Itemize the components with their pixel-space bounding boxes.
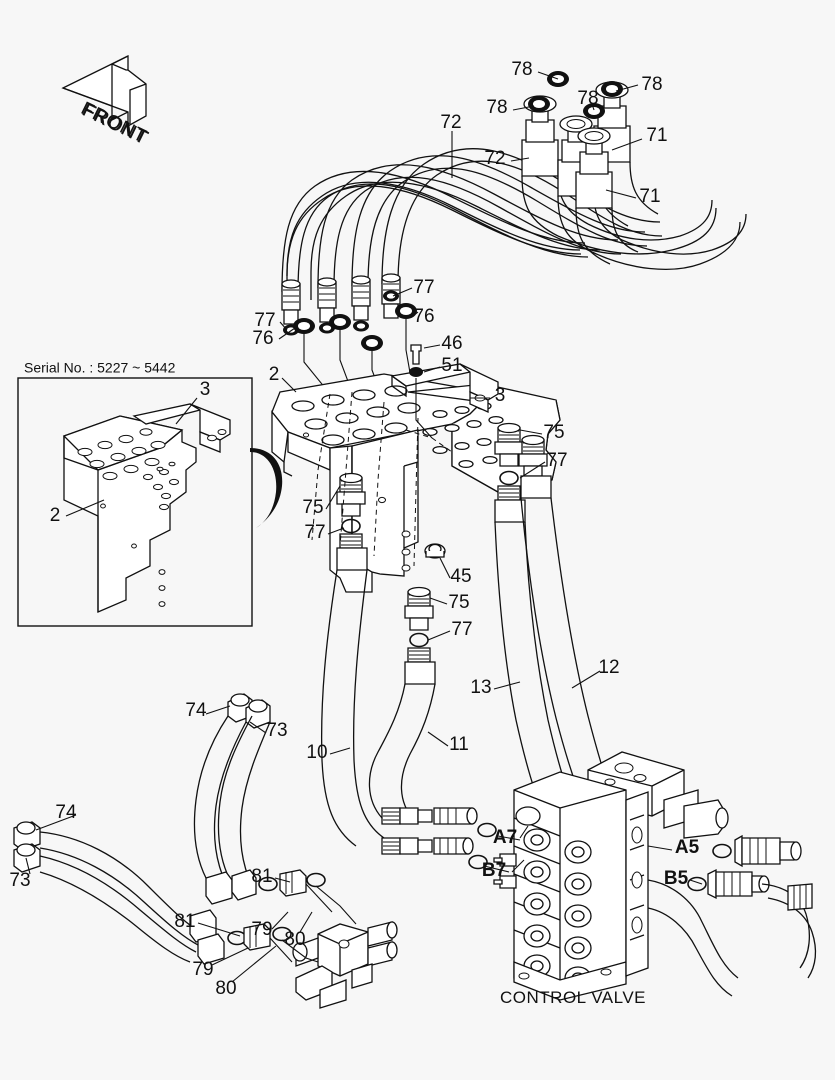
callout-leader-lines xyxy=(25,71,703,983)
callout-81-lo: 81 xyxy=(174,911,195,932)
callout-73-up: 73 xyxy=(266,720,287,741)
callout-80-lo: 80 xyxy=(215,978,236,999)
fitting-a5 xyxy=(712,834,802,868)
callout-13: 13 xyxy=(470,677,491,698)
fitting-stack-right-b xyxy=(518,434,552,499)
plate-holes xyxy=(291,385,504,469)
callout-2: 2 xyxy=(269,364,280,385)
hose-tails-upper-right xyxy=(557,199,747,271)
callout-79-lo: 79 xyxy=(192,959,213,980)
callout-77-l1: 77 xyxy=(304,522,325,543)
serial-inset-box: 3 2 xyxy=(17,377,253,627)
valve-port-labels: A7 B7 A5 B5 xyxy=(482,827,700,889)
coupling-a7 xyxy=(381,807,497,838)
hose-assembly-lower-left xyxy=(13,821,205,963)
callout-77-m: 77 xyxy=(451,619,472,640)
callout-71-top: 71 xyxy=(646,125,667,146)
callout-81-up: 81 xyxy=(251,866,272,887)
hose-end-fitting-71b xyxy=(575,127,639,265)
callout-74-up: 74 xyxy=(185,700,207,721)
port-label-a5: A5 xyxy=(675,837,700,858)
oring-78-b xyxy=(528,96,550,112)
fitting-b5 xyxy=(687,868,770,900)
hose-group-upper xyxy=(281,148,663,300)
callout-78-c: 78 xyxy=(486,97,507,118)
hose-socket-left xyxy=(336,533,368,571)
hose-assembly-upper-left xyxy=(193,693,271,887)
inset-connector-swoosh xyxy=(250,448,283,528)
callout-78-a: 78 xyxy=(511,59,532,80)
control-valve-body xyxy=(493,751,729,1001)
callout-3: 3 xyxy=(495,385,506,406)
callout-78-d: 78 xyxy=(577,88,598,109)
callout-12: 12 xyxy=(598,657,619,678)
callout-77-r: 77 xyxy=(413,277,434,298)
callout-77-l: 77 xyxy=(254,310,275,331)
coupling-b7 xyxy=(381,837,488,870)
callout-75-r1: 75 xyxy=(543,422,564,443)
callout-45: 45 xyxy=(450,566,471,587)
callout-75-m: 75 xyxy=(448,592,469,613)
callout-51: 51 xyxy=(441,355,462,376)
port-label-b7: B7 xyxy=(482,860,506,881)
callout-11: 11 xyxy=(449,734,469,755)
port-label-b5: B5 xyxy=(664,868,689,889)
assembly-dashed-lines xyxy=(311,391,453,567)
oring-77-mid xyxy=(409,632,429,648)
callout-72-mid: 72 xyxy=(484,148,505,169)
coupling-set-lower xyxy=(189,909,292,965)
inset-callout-2: 2 xyxy=(50,505,61,526)
control-valve-caption: CONTROL VALVE xyxy=(500,988,646,1007)
callout-73-lo: 73 xyxy=(9,870,30,891)
fitting-stack-right-a xyxy=(494,422,526,523)
callout-76-r: 76 xyxy=(413,306,434,327)
fitting-stack-mid-75 xyxy=(404,586,434,631)
callout-79-up: 79 xyxy=(251,919,272,940)
valve-right-hoses xyxy=(647,879,817,997)
inset-callout-3: 3 xyxy=(200,379,211,400)
callout-labels: 78 78 78 78 72 71 72 71 77 76 77 76 46 5… xyxy=(9,59,667,999)
valve-spools xyxy=(523,828,592,990)
manifold-block xyxy=(292,921,398,1009)
inset-plate-holes xyxy=(77,428,179,511)
port-label-a7: A7 xyxy=(493,827,517,848)
callout-76-l: 76 xyxy=(252,328,273,349)
callout-10: 10 xyxy=(306,742,327,763)
hose-socket-mid xyxy=(404,647,436,685)
callout-77-r1: 77 xyxy=(546,450,567,471)
serial-number-caption: Serial No. : 5227 ~ 5442 xyxy=(24,360,176,376)
callout-72-top: 72 xyxy=(440,112,461,133)
front-arrow-icon xyxy=(61,54,147,128)
oring-78-c xyxy=(601,81,623,97)
callout-74-lo: 74 xyxy=(55,802,77,823)
washer-51 xyxy=(409,367,423,377)
callout-46: 46 xyxy=(441,333,462,354)
fastener-45 xyxy=(424,543,446,559)
callout-80-up: 80 xyxy=(284,929,305,950)
bolt-46 xyxy=(410,344,422,365)
callout-75-l1: 75 xyxy=(302,497,323,518)
callout-71-low: 71 xyxy=(639,186,660,207)
coupling-set-upper xyxy=(205,869,326,905)
callout-78-b: 78 xyxy=(641,74,662,95)
